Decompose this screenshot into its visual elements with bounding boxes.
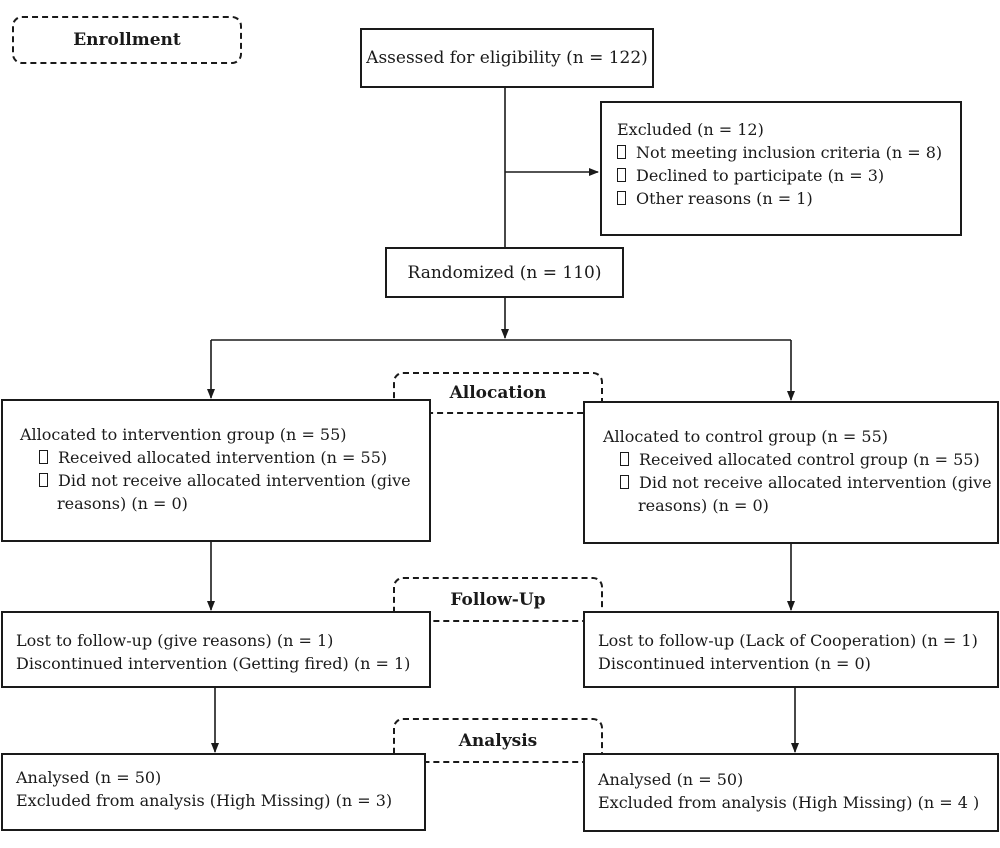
control-received: Received allocated control group (n = 55… xyxy=(620,448,992,471)
control-not-received: Did not receive allocated intervention (… xyxy=(620,471,992,494)
bullet-icon xyxy=(617,191,626,205)
excluded-item: Declined to participate (n = 3) xyxy=(617,164,942,187)
control-followup-box: Lost to follow-up (Lack of Cooperation) … xyxy=(583,611,999,688)
intervention-followup-box: Lost to follow-up (give reasons) (n = 1)… xyxy=(1,611,431,688)
stage-allocation-label: Allocation xyxy=(449,383,547,403)
control-discontinued: Discontinued intervention (n = 0) xyxy=(598,654,871,673)
excluded-item: Other reasons (n = 1) xyxy=(617,187,942,210)
stage-enrollment-label: Enrollment xyxy=(73,30,181,50)
stage-allocation: Allocation xyxy=(393,372,603,414)
intervention-not-received: Did not receive allocated intervention (… xyxy=(39,469,411,492)
excluded-item: Not meeting inclusion criteria (n = 8) xyxy=(617,141,942,164)
intervention-excluded-analysis: Excluded from analysis (High Missing) (n… xyxy=(16,791,393,810)
assessed-box: Assessed for eligibility (n = 122) xyxy=(360,28,654,88)
intervention-allocated: Allocated to intervention group (n = 55) xyxy=(20,425,347,444)
bullet-icon xyxy=(617,145,626,159)
control-excluded-analysis: Excluded from analysis (High Missing) (n… xyxy=(598,793,980,812)
stage-follow-up-label: Follow-Up xyxy=(450,589,546,610)
control-lost: Lost to follow-up (Lack of Cooperation) … xyxy=(598,631,978,650)
control-analysed: Analysed (n = 50) xyxy=(598,770,744,789)
stage-analysis-label: Analysis xyxy=(458,730,538,751)
randomized-box: Randomized (n = 110) xyxy=(385,247,624,298)
bullet-icon xyxy=(620,452,629,466)
control-allocation-box: Allocated to control group (n = 55) Rece… xyxy=(583,401,999,544)
intervention-analysis-box: Analysed (n = 50) Excluded from analysis… xyxy=(1,753,426,831)
bullet-icon xyxy=(617,168,626,182)
bullet-icon xyxy=(620,475,629,489)
excluded-box: Excluded (n = 12) Not meeting inclusion … xyxy=(600,101,962,236)
assessed-label: Assessed for eligibility (n = 122) xyxy=(366,48,648,68)
control-allocated: Allocated to control group (n = 55) xyxy=(603,427,888,446)
intervention-not-received-cont: reasons) (n = 0) xyxy=(57,494,188,513)
stage-analysis: Analysis xyxy=(393,718,603,763)
intervention-allocation-box: Allocated to intervention group (n = 55)… xyxy=(1,399,431,542)
bullet-icon xyxy=(39,473,48,487)
control-not-received-cont: reasons) (n = 0) xyxy=(638,496,769,515)
bullet-icon xyxy=(39,450,48,464)
intervention-received: Received allocated intervention (n = 55) xyxy=(39,446,411,469)
intervention-discontinued: Discontinued intervention (Getting fired… xyxy=(16,654,411,673)
stage-enrollment: Enrollment xyxy=(12,16,242,64)
excluded-title: Excluded (n = 12) xyxy=(617,120,764,139)
control-analysis-box: Analysed (n = 50) Excluded from analysis… xyxy=(583,753,999,832)
intervention-analysed: Analysed (n = 50) xyxy=(16,768,162,787)
intervention-lost: Lost to follow-up (give reasons) (n = 1) xyxy=(16,631,334,650)
randomized-label: Randomized (n = 110) xyxy=(407,262,602,283)
